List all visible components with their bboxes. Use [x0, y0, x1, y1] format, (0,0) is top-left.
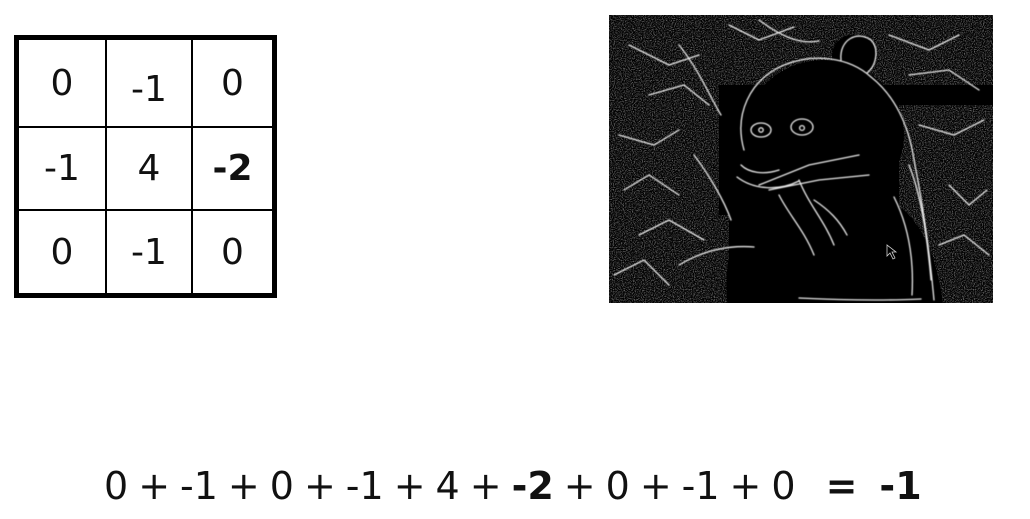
- kernel-cell-0-0: 0: [19, 40, 107, 128]
- equation-result: -1: [879, 464, 922, 508]
- panda-edge-detection-image: [609, 15, 993, 303]
- kernel-cell-2-0: 0: [19, 211, 107, 293]
- kernel-grid: 0 -1 0 -1 4 -2 0 -1 0: [14, 35, 277, 298]
- equation-term: -1: [681, 464, 720, 508]
- equation-term: -1: [180, 464, 218, 508]
- kernel-cell-1-1: 4: [107, 128, 193, 211]
- plus-operator: +: [469, 464, 502, 508]
- kernel-value: 0: [50, 62, 74, 104]
- equation-term: 0: [605, 464, 630, 508]
- kernel-cell-0-2: 0: [193, 40, 272, 128]
- cursor-icon: [886, 244, 898, 260]
- edge-image-svg: [609, 15, 993, 303]
- plus-operator: +: [729, 464, 762, 508]
- kernel-value: -1: [131, 231, 167, 273]
- kernel-value: 0: [50, 231, 74, 273]
- kernel-value: -2: [212, 148, 253, 189]
- equation-term: 0: [104, 464, 129, 508]
- kernel-value: 0: [221, 231, 244, 273]
- kernel-cell-2-2: 0: [193, 211, 272, 293]
- kernel-value: 0: [221, 62, 244, 104]
- kernel-cell-2-1: -1: [107, 211, 193, 293]
- kernel-value: -1: [131, 68, 167, 110]
- kernel-value: 4: [137, 148, 161, 189]
- kernel-cell-1-2-highlighted: -2: [193, 128, 272, 211]
- equation-term-highlighted: -2: [511, 464, 554, 508]
- plus-operator: +: [138, 464, 171, 508]
- equation-term: -1: [345, 464, 384, 508]
- kernel-cell-1-0: -1: [19, 128, 107, 211]
- plus-operator: +: [303, 464, 336, 508]
- kernel-value: -1: [44, 148, 80, 189]
- equation-term: 0: [269, 464, 294, 508]
- equation-term: 4: [435, 464, 460, 508]
- equation-term: 0: [771, 464, 796, 508]
- plus-operator: +: [227, 464, 260, 508]
- equals-sign: =: [825, 464, 858, 508]
- plus-operator: +: [393, 464, 426, 508]
- convolution-equation: 0 + -1 + 0 + -1 + 4 + -2 + 0 + -1 + 0 = …: [104, 458, 922, 514]
- kernel-cell-0-1: -1: [107, 40, 193, 128]
- plus-operator: +: [563, 464, 596, 508]
- plus-operator: +: [639, 464, 672, 508]
